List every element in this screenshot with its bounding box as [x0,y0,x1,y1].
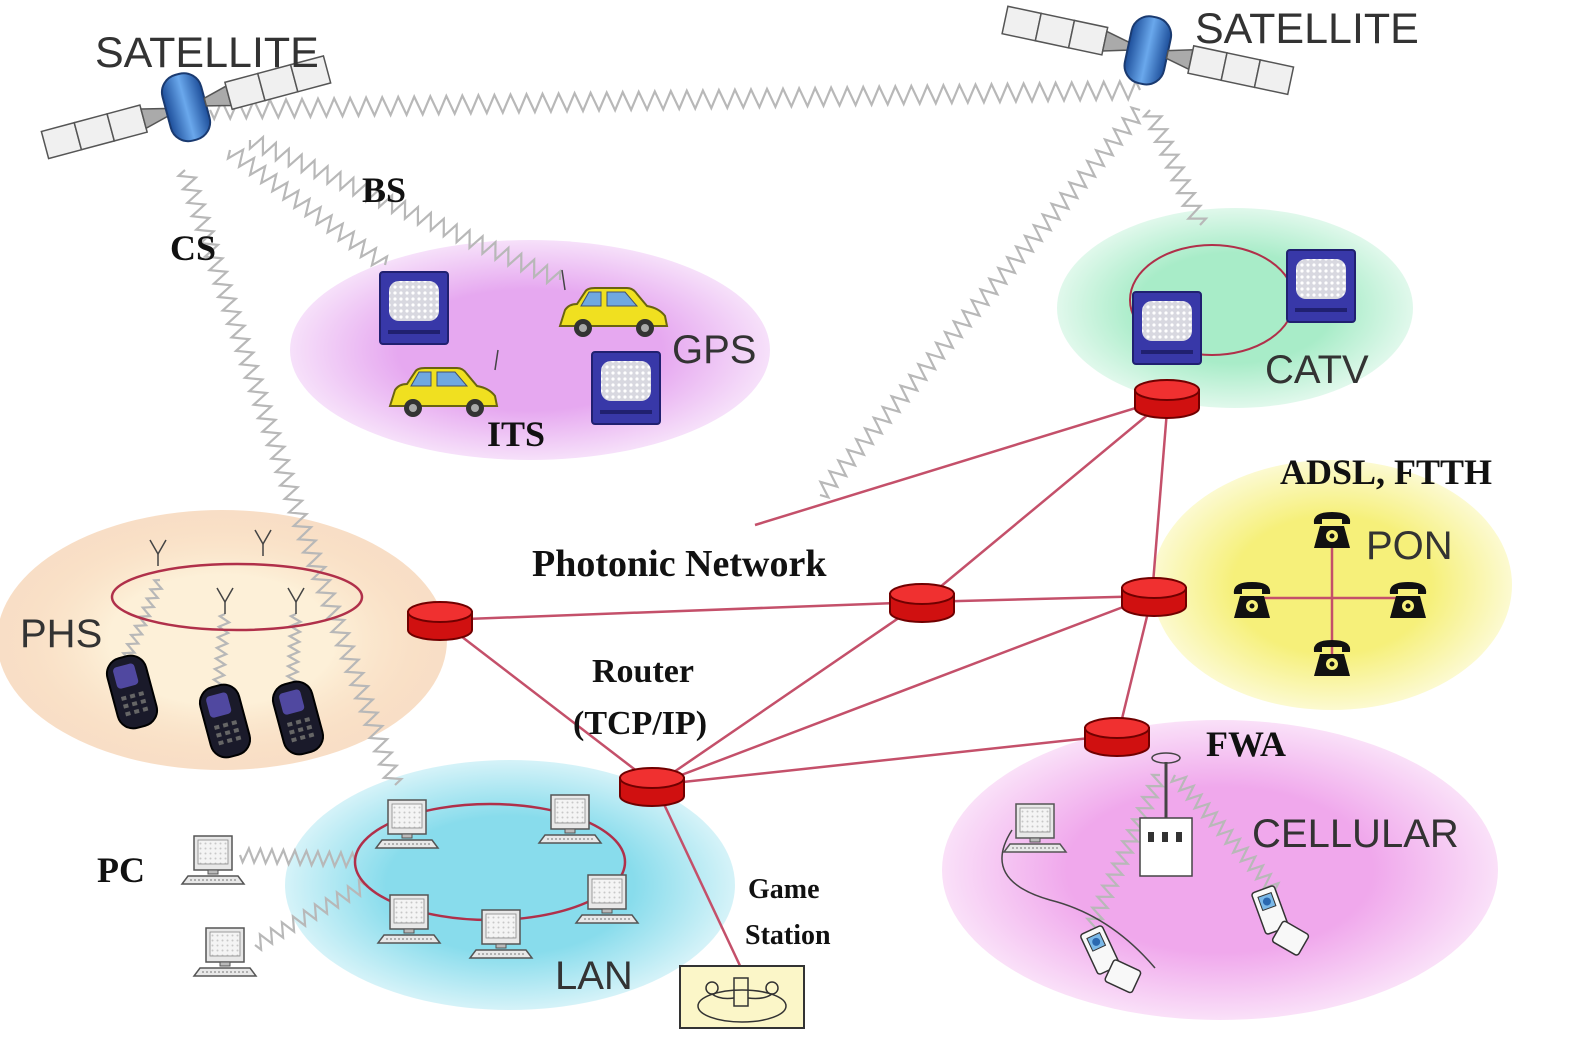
game-console-icon [679,965,805,1029]
router-icon [1121,577,1187,617]
telephone-icon [1389,582,1427,618]
car-antenna [494,349,499,371]
telephone-icon [1233,582,1271,618]
fwa-label: FWA [1206,724,1286,764]
wave-bs-cellphone-1 [1084,773,1166,932]
wave-bs-cellphone-2 [1169,774,1281,891]
its-label: ITS [487,414,546,454]
router-icon [1084,717,1150,757]
wireless-links [121,78,1281,952]
wave-sat-catv [1141,109,1209,226]
catv-label: CATV [1265,348,1369,392]
network-links [439,396,1405,971]
link-router-game [653,784,744,971]
lan-label: LAN [555,954,633,998]
station-label: Station [745,920,831,951]
phs-ring [110,562,364,632]
router-icon [889,583,955,623]
link-catv-pon [1150,397,1170,597]
adsl-ftth-label: ADSL, FTTH [1280,452,1493,492]
tcp-ip-label: (TCP/IP) [573,705,708,742]
pc-label: PC [97,850,145,890]
wave-phs-antenna-3 [284,612,304,686]
cs-label: CS [170,228,217,268]
wave-sat-photonic [818,105,1142,500]
terminal-icon [1286,249,1356,323]
game-label: Game [748,874,820,905]
link-phs-photonic [439,600,923,622]
terminal-icon [379,271,449,345]
wave-pc-lan-1 [238,845,357,870]
link-catv-stub [754,396,1169,527]
wave-pc-lan-2 [254,878,366,952]
wave-phs-antenna-2 [211,612,232,690]
car-antenna [561,269,566,291]
link-router-photonic [654,600,923,787]
link-photonic-pon [921,594,1153,604]
bs-label: BS [362,170,407,210]
wave-bs-car [248,134,562,286]
pon-label: PON [1366,524,1453,568]
link-pon-fwa [1116,595,1154,736]
router-icon [407,601,473,641]
wave-sat-gps [226,147,389,268]
photonic-network-label: Photonic Network [532,543,827,585]
satellite-left-label: SATELLITE [95,29,319,77]
gps-label: GPS [672,328,757,372]
cable-curve [1001,829,1156,969]
terminal-icon [1132,291,1202,365]
terminal-icon [591,351,661,425]
telephone-icon [1313,512,1351,548]
computer-icon [181,835,245,885]
link-router-fwa [654,733,1119,787]
satellite-right-label: SATELLITE [1195,5,1419,53]
cellular-region [942,720,1498,1020]
wave-phs-lan [291,519,404,786]
wave-cs-phs [175,169,310,521]
base-station-icon [1139,752,1193,877]
router-label: Router [592,653,694,690]
link-photonic-catv [921,397,1169,603]
phs-label: PHS [20,612,103,656]
router-icon [619,767,685,807]
computer-icon [193,927,257,977]
link-router-pon [654,594,1153,787]
wave-sat-to-sat [209,78,1141,122]
wave-phs-antenna-1 [121,578,164,664]
telephone-icon [1313,640,1351,676]
cellular-label: CELLULAR [1252,812,1459,856]
router-icon [1134,379,1200,419]
link-phs-router [439,619,656,786]
